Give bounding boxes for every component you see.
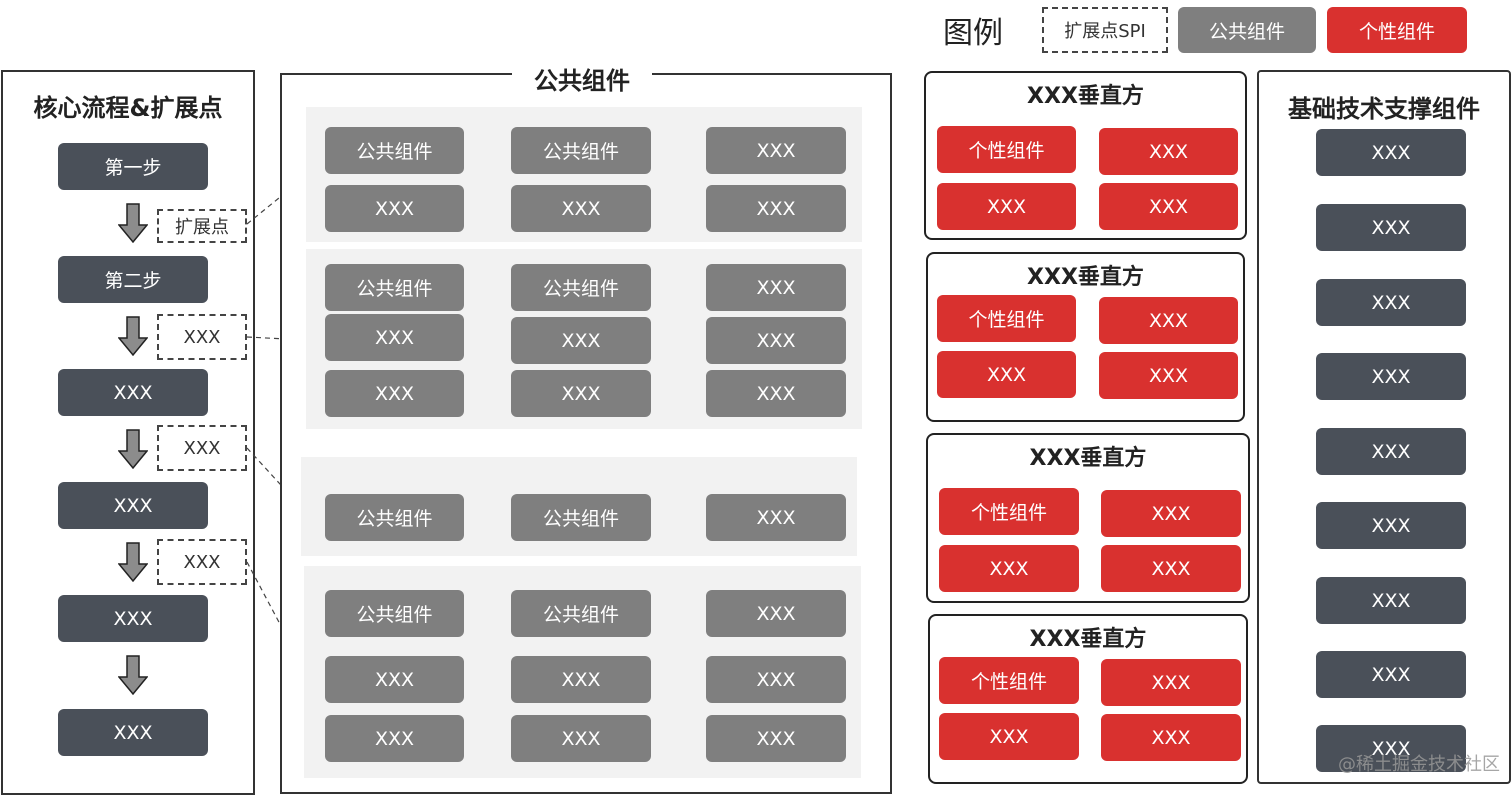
common-item: 公共组件: [325, 590, 464, 637]
legend-common: 公共组件: [1178, 7, 1316, 53]
common-item: XXX: [325, 715, 464, 762]
custom-item: XXX: [1099, 297, 1238, 344]
ext-point-3: XXX: [157, 425, 247, 471]
common-item: XXX: [511, 370, 651, 417]
custom-item: XXX: [1099, 352, 1238, 399]
base-item: XXX: [1316, 651, 1466, 698]
custom-item: XXX: [939, 545, 1079, 592]
ext-point-2: XXX: [157, 314, 247, 360]
down-arrow-icon: [118, 316, 148, 356]
base-item: XXX: [1316, 577, 1466, 624]
custom-item: XXX: [1101, 490, 1241, 537]
down-arrow-icon: [118, 655, 148, 695]
legend-spi: 扩展点SPI: [1042, 7, 1168, 53]
common-item: XXX: [511, 185, 651, 232]
base-item: XXX: [1316, 353, 1466, 400]
ext-point-1: 扩展点: [157, 209, 247, 243]
ext-point-4: XXX: [157, 539, 247, 585]
common-item: XXX: [706, 494, 846, 541]
vertical-title: XXX垂直方: [1027, 265, 1144, 290]
down-arrow-icon: [118, 203, 148, 243]
custom-item: XXX: [939, 713, 1079, 760]
common-item: XXX: [325, 656, 464, 703]
base-item: XXX: [1316, 129, 1466, 176]
common-item: XXX: [325, 314, 464, 361]
common-item: XXX: [706, 656, 846, 703]
common-item: 公共组件: [325, 127, 464, 174]
vertical-title: XXX垂直方: [1027, 84, 1144, 109]
common-item: XXX: [325, 185, 464, 232]
base-item: XXX: [1316, 502, 1466, 549]
common-item: 公共组件: [511, 264, 651, 311]
legend-title: 图例: [943, 16, 1003, 51]
common-item: 公共组件: [511, 590, 651, 637]
common-title: 公共组件: [512, 58, 652, 98]
common-item: XXX: [706, 264, 846, 311]
custom-item: XXX: [937, 183, 1076, 230]
common-item: XXX: [511, 656, 651, 703]
vertical-title: XXX垂直方: [1029, 446, 1147, 471]
core-process-title: 核心流程&扩展点: [33, 93, 223, 122]
custom-item: 个性组件: [937, 295, 1076, 342]
custom-item: XXX: [1099, 183, 1238, 230]
base-item: XXX: [1316, 204, 1466, 251]
common-item: XXX: [706, 185, 846, 232]
common-item: XXX: [706, 590, 846, 637]
step-3: XXX: [58, 369, 208, 416]
step-2: 第二步: [58, 256, 208, 303]
custom-item: XXX: [1101, 659, 1241, 706]
step-4: XXX: [58, 482, 208, 529]
custom-item: 个性组件: [939, 657, 1079, 704]
down-arrow-icon: [118, 429, 148, 469]
common-item: XXX: [706, 715, 846, 762]
common-item: 公共组件: [511, 494, 651, 541]
custom-item: XXX: [937, 351, 1076, 398]
step-6: XXX: [58, 709, 208, 756]
custom-item: XXX: [1101, 714, 1241, 761]
watermark: @稀土掘金技术社区: [1338, 754, 1500, 775]
common-item: 公共组件: [325, 264, 464, 311]
common-item: XXX: [511, 715, 651, 762]
step-5: XXX: [58, 595, 208, 642]
vertical-title: XXX垂直方: [1029, 627, 1147, 652]
common-item: XXX: [325, 370, 464, 417]
base-item: XXX: [1316, 279, 1466, 326]
base-item: XXX: [1316, 725, 1466, 772]
down-arrow-icon: [118, 542, 148, 582]
base-item: XXX: [1316, 428, 1466, 475]
common-item: XXX: [706, 127, 846, 174]
custom-item: XXX: [1101, 545, 1241, 592]
custom-item: 个性组件: [937, 126, 1076, 173]
legend-custom: 个性组件: [1327, 7, 1467, 53]
common-item: XXX: [706, 317, 846, 364]
common-item: XXX: [511, 317, 651, 364]
common-item: 公共组件: [325, 494, 464, 541]
common-item: XXX: [706, 370, 846, 417]
step-1: 第一步: [58, 143, 208, 190]
custom-item: XXX: [1099, 128, 1238, 175]
custom-item: 个性组件: [939, 488, 1079, 535]
common-item: 公共组件: [511, 127, 651, 174]
base-title: 基础技术支撑组件: [1288, 94, 1480, 123]
